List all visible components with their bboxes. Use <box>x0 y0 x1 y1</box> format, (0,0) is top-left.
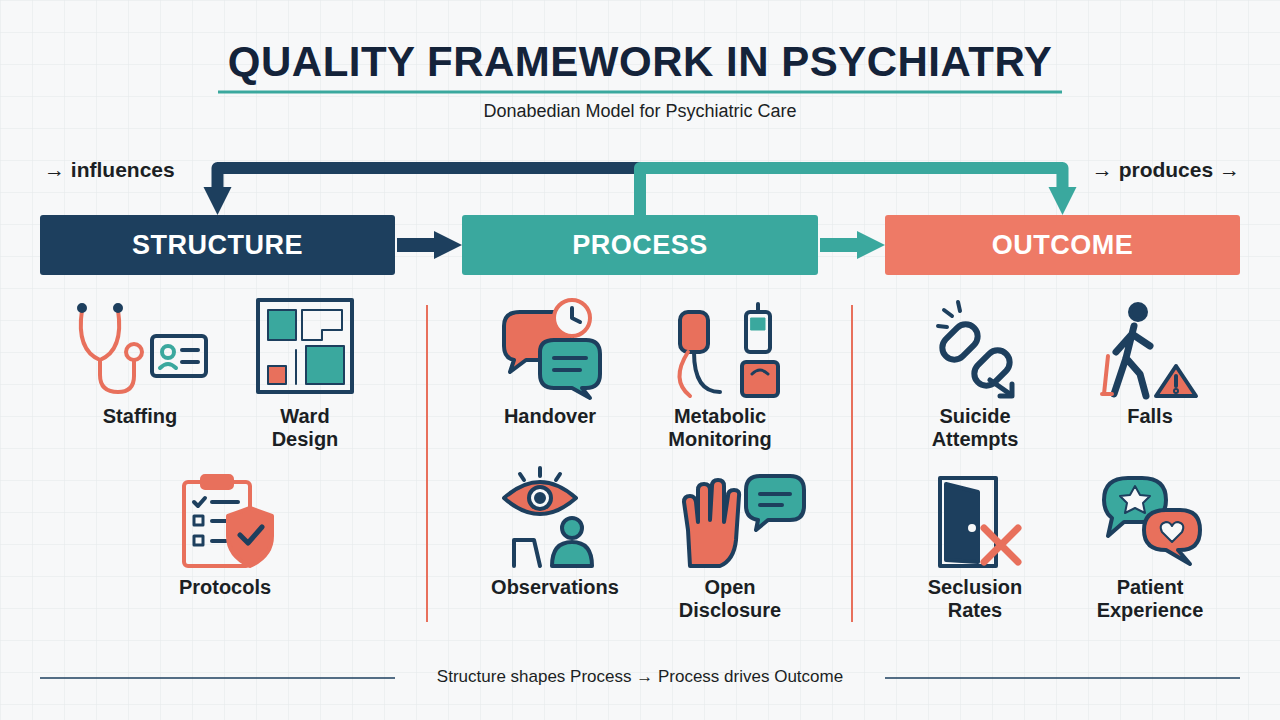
staffing-icon <box>79 305 206 392</box>
handover-icon <box>504 300 600 398</box>
feedback-arc <box>640 168 1063 215</box>
falls-icon <box>1102 304 1196 396</box>
item-label: Seclusion Rates <box>910 576 1040 622</box>
item-label: Falls <box>1065 405 1235 428</box>
item-label: Patient Experience <box>1085 576 1215 622</box>
flow-label: → produces → <box>1000 158 1240 182</box>
divider <box>426 305 428 622</box>
flow-label: → influences <box>44 158 264 182</box>
caption: Structure shapes Process → Process drive… <box>400 667 880 687</box>
subtitle: Donabedian Model for Psychiatric Care <box>340 101 940 122</box>
seclusion-rates-icon <box>940 478 1018 566</box>
flow-arrow <box>820 238 857 252</box>
open-disclosure-icon <box>684 476 804 566</box>
title-rule <box>218 91 1062 94</box>
item-label: Ward Design <box>245 405 365 451</box>
item-label: Handover <box>465 405 635 428</box>
ward-design-icon <box>258 300 352 392</box>
patient-experience-icon <box>1104 478 1200 564</box>
observations-icon <box>504 468 592 566</box>
item-label: Observations <box>470 576 640 599</box>
protocols-icon <box>184 476 272 566</box>
stage-title: OUTCOME <box>992 230 1134 261</box>
stage-header: STRUCTURE <box>40 215 395 275</box>
item-label: Suicide Attempts <box>910 405 1040 451</box>
title: QUALITY FRAMEWORK IN PSYCHIATRY <box>0 38 1280 86</box>
item-label: Open Disclosure <box>665 576 795 622</box>
item-label: Staffing <box>55 405 225 428</box>
caption-rule <box>40 677 395 679</box>
feedback-arc <box>218 168 641 215</box>
stage-title: PROCESS <box>572 230 708 261</box>
item-label: Protocols <box>140 576 310 599</box>
stage-header: OUTCOME <box>885 215 1240 275</box>
item-label: Metabolic Monitoring <box>655 405 785 451</box>
metabolic-monitoring-icon <box>679 304 778 396</box>
divider <box>851 305 853 622</box>
stage-title: STRUCTURE <box>132 230 303 261</box>
stage-header: PROCESS <box>462 215 818 275</box>
flow-arrow <box>397 238 434 252</box>
caption-rule <box>885 677 1240 679</box>
suicide-attempts-icon <box>937 302 1014 396</box>
